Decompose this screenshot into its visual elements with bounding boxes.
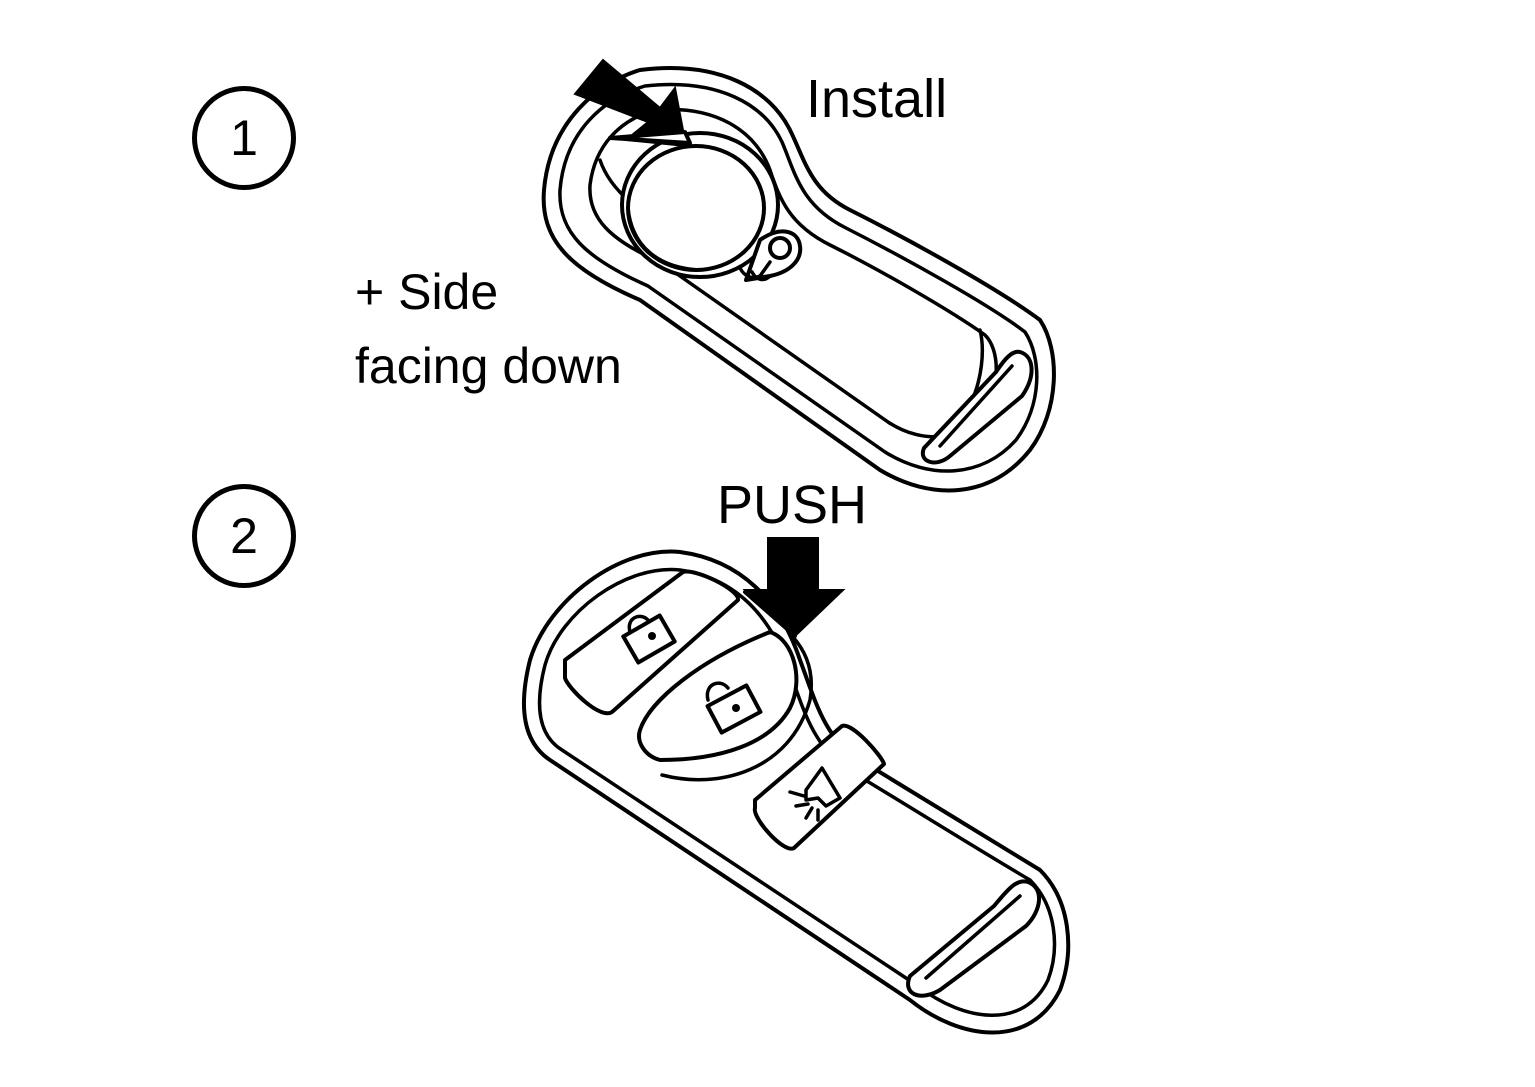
step-number-1: 1 xyxy=(192,86,296,190)
lock-icon xyxy=(621,613,677,665)
battery-icon xyxy=(620,131,803,282)
push-label: PUSH xyxy=(717,475,868,535)
install-label: Install xyxy=(806,69,948,129)
arrow-icon xyxy=(573,58,692,148)
panic-button xyxy=(752,723,886,851)
step-number-2: 2 xyxy=(192,484,296,588)
side-label-line2: facing down xyxy=(355,338,622,394)
arrow-icon xyxy=(742,537,846,638)
unlock-button xyxy=(637,630,799,762)
unlock-icon xyxy=(705,681,763,735)
panic-alarm-icon xyxy=(788,766,842,822)
side-facing-down-label: + Side facing down xyxy=(355,255,622,403)
side-label-line1: + Side xyxy=(355,264,499,320)
